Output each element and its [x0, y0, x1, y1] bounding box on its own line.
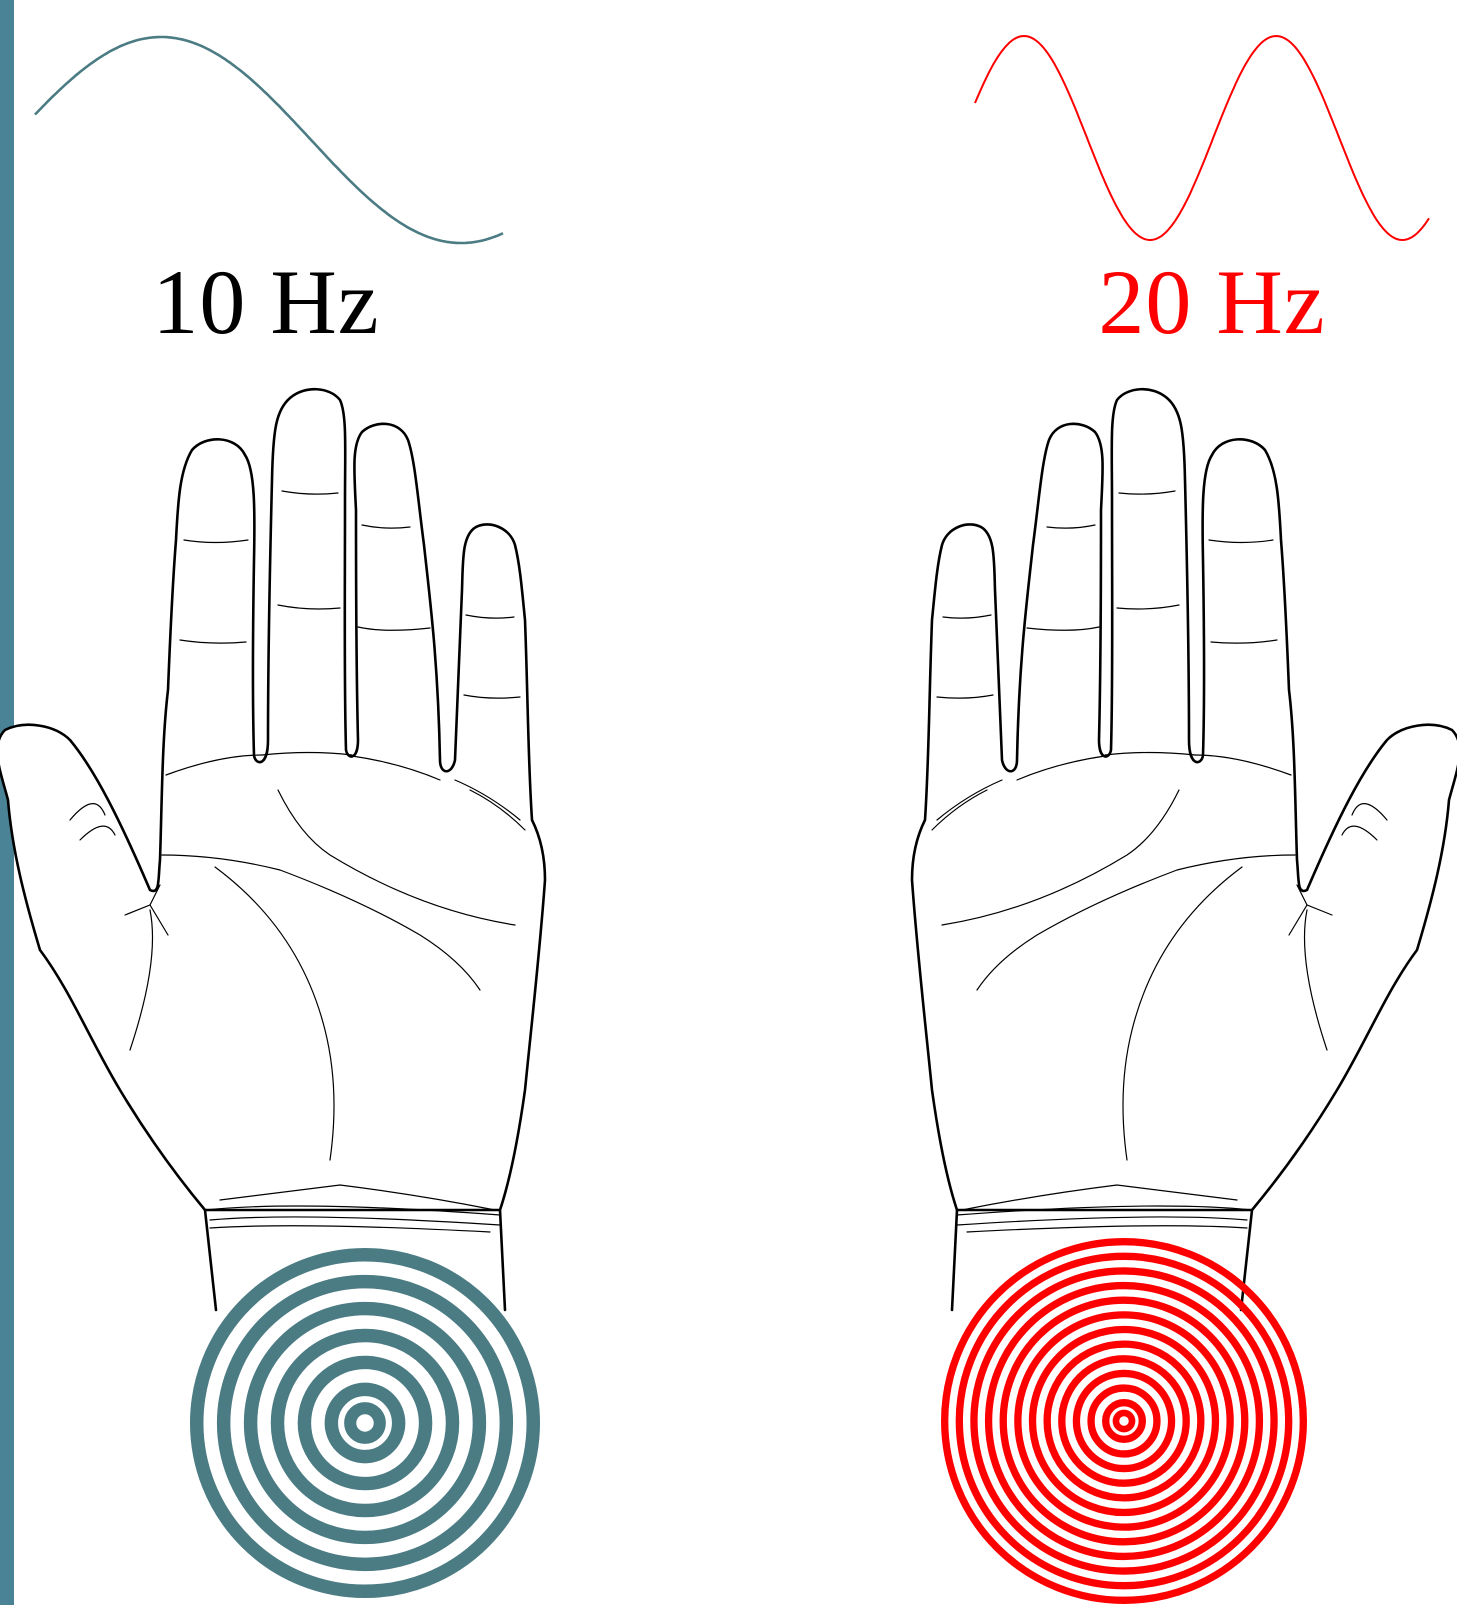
- sine-wave-20hz: [975, 36, 1429, 240]
- frequency-label-20hz: 20 Hz: [1012, 256, 1412, 348]
- vibration-target-10hz: [197, 1255, 534, 1592]
- target-20hz-center: [1116, 1413, 1132, 1429]
- target-10hz-ring: [304, 1362, 425, 1483]
- target-20hz-ring: [1091, 1388, 1157, 1454]
- target-20hz-ring: [1003, 1300, 1245, 1542]
- left-hand-outline: [0, 389, 545, 1310]
- frequency-label-10hz: 10 Hz: [66, 256, 466, 348]
- target-20hz-ring: [945, 1242, 1304, 1601]
- target-10hz-ring: [224, 1282, 507, 1565]
- vibration-target-20hz: [945, 1242, 1304, 1601]
- target-10hz-ring: [251, 1309, 480, 1538]
- target-20hz-ring: [1047, 1344, 1201, 1498]
- sine-wave-10hz: [35, 37, 503, 243]
- target-20hz-ring: [959, 1256, 1288, 1585]
- target-20hz-ring: [1106, 1403, 1143, 1440]
- right-hand-outline: [912, 389, 1457, 1310]
- target-10hz-ring: [331, 1389, 398, 1456]
- target-10hz-center: [350, 1408, 380, 1438]
- target-20hz-ring: [1062, 1359, 1186, 1483]
